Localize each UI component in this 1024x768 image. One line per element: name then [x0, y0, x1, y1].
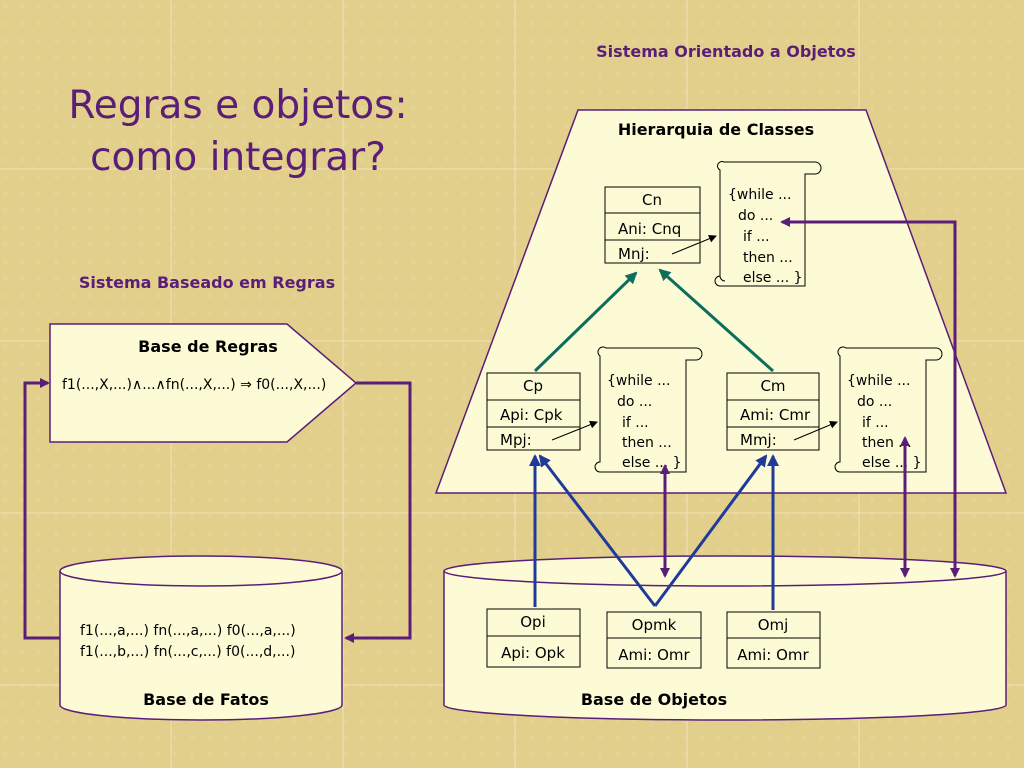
- facts-base-cylinder: [59, 571, 343, 721]
- class-cm-name: Cm: [760, 377, 785, 395]
- object-opi-name: Opi: [520, 613, 546, 631]
- method-scroll-cp: {while ... do ... if ... then ... else .…: [594, 346, 703, 473]
- scroll-cp-line-5: else ... }: [622, 455, 682, 471]
- scroll-cn-line-1: {while ...: [728, 187, 791, 203]
- scroll-cm-line-1: {while ...: [847, 373, 910, 389]
- class-cp-method: Mpj:: [500, 431, 532, 449]
- cp-inherits-cn-arrow: [533, 271, 638, 373]
- class-cn-attr: Ani: Cnq: [618, 220, 681, 238]
- scroll-cm-line-3: if ...: [862, 415, 889, 431]
- scroll-cm-line-2: do ...: [857, 394, 892, 410]
- facts-line-2: f1(...,b,...) fn(...,c,...) f0(...,d,...…: [80, 644, 295, 660]
- method-scroll-cm: {while ... do ... if ... then ... else .…: [834, 346, 943, 473]
- scroll-cn-line-2: do ...: [738, 208, 773, 224]
- title-line-1: Regras e objetos:: [68, 83, 407, 128]
- object-opi-attr: Api: Opk: [501, 644, 565, 662]
- cn-method-objects-link: [780, 217, 960, 578]
- rules-base-shape: [49, 323, 358, 443]
- class-cn-name: Cn: [642, 191, 662, 209]
- object-system-heading: Sistema Orientado a Objetos: [596, 42, 856, 61]
- facts-line-1: f1(...,a,...) fn(...,a,...) f0(...,a,...…: [80, 623, 296, 639]
- class-cp: Cp Api: Cpk Mpj:: [486, 372, 581, 451]
- class-cp-name: Cp: [523, 377, 543, 395]
- rules-base-label: Base de Regras: [138, 337, 278, 356]
- object-omj-attr: Ami: Omr: [737, 646, 809, 664]
- method-scroll-cn: {while ... do ... if ... then ... else .…: [714, 161, 822, 287]
- object-opmk: Opmk Ami: Omr: [606, 611, 702, 669]
- facts-base-top: [59, 555, 343, 587]
- opmk-instance-of-cp-arrow: [538, 454, 657, 607]
- class-cp-attr: Api: Cpk: [500, 406, 563, 424]
- facts-base-label: Base de Fatos: [143, 690, 269, 709]
- cn-method-pointer: [671, 234, 717, 255]
- object-omj: Omj Ami: Omr: [726, 611, 821, 669]
- scroll-cp-line-3: if ...: [622, 415, 649, 431]
- class-cm-attr: Ami: Cmr: [740, 406, 811, 424]
- cm-inherits-cn-arrow: [658, 268, 774, 373]
- object-omj-name: Omj: [758, 616, 789, 634]
- scroll-cp-line-2: do ...: [617, 394, 652, 410]
- class-cn: Cn Ani: Cnq Mnj:: [604, 186, 701, 264]
- scroll-cn-line-3: if ...: [743, 229, 770, 245]
- object-opi: Opi Api: Opk: [486, 608, 581, 668]
- objects-base-label: Base de Objetos: [581, 690, 727, 709]
- title-line-2: como integrar?: [90, 135, 386, 180]
- hierarchy-label: Hierarquia de Classes: [618, 120, 814, 139]
- class-cm-method: Mmj:: [740, 431, 777, 449]
- rule-expression: f1(...,X,...)∧...∧fn(...,X,...) ⇒ f0(...…: [62, 377, 326, 393]
- object-opmk-attr: Ami: Omr: [618, 646, 690, 664]
- objects-base-top: [443, 555, 1007, 587]
- scroll-cn-line-4: then ...: [743, 250, 793, 266]
- scroll-cn-line-5: else ... }: [743, 270, 803, 286]
- scroll-cm-line-5: else ... }: [862, 455, 922, 471]
- rule-system-heading: Sistema Baseado em Regras: [79, 273, 335, 292]
- facts-to-rule-arrow: [23, 378, 60, 640]
- object-opmk-name: Opmk: [632, 616, 677, 634]
- cp-method-pointer: [551, 420, 598, 441]
- class-cn-method: Mnj:: [618, 245, 650, 263]
- opmk-instance-of-cm-arrow: [653, 454, 768, 607]
- class-cm: Cm Ami: Cmr Mmj:: [726, 372, 820, 451]
- scroll-cp-line-4: then ...: [622, 435, 672, 451]
- scroll-cp-line-1: {while ...: [607, 373, 670, 389]
- rule-to-facts-arrow: [344, 381, 412, 643]
- objects-base-cylinder: [443, 571, 1007, 721]
